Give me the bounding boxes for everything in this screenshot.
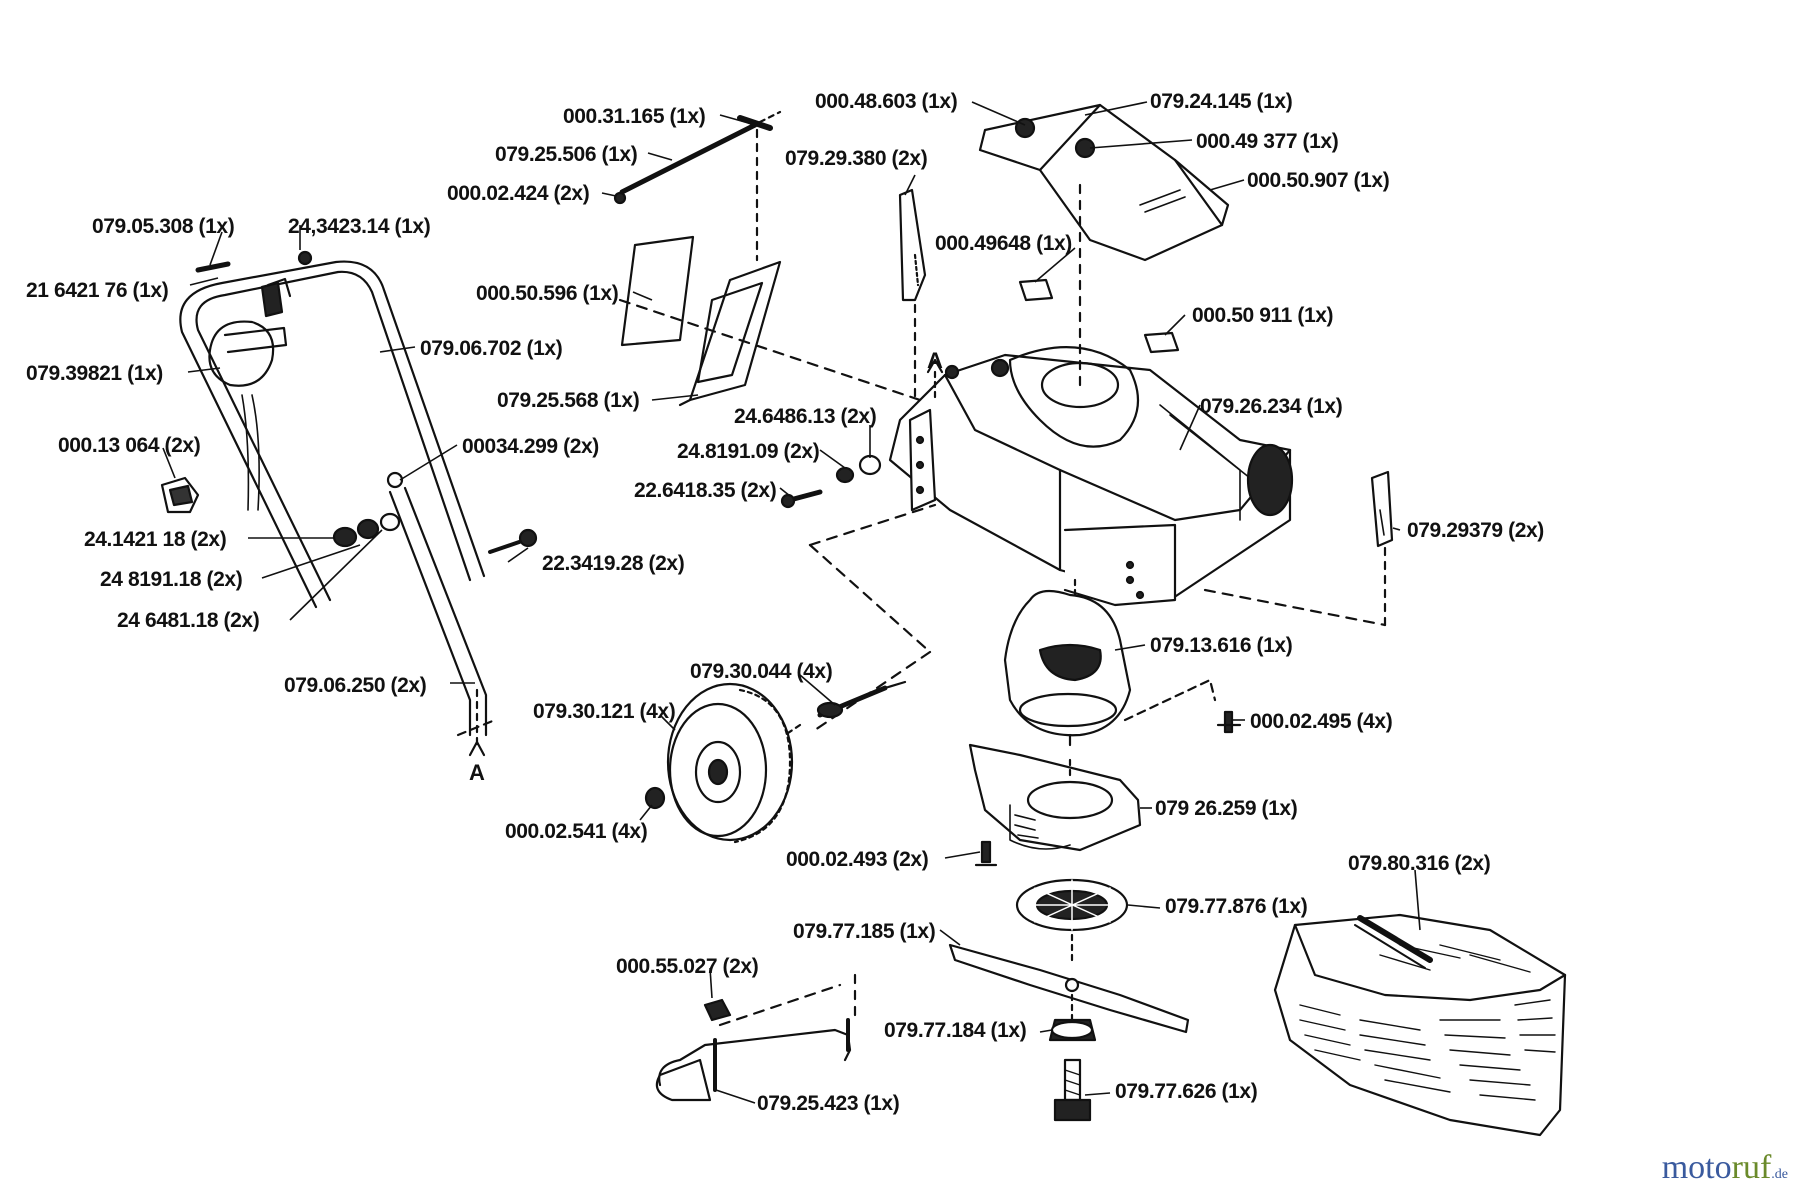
sticker-000-49648 [1018,278,1054,302]
label-079-77-184: 079.77.184 (1x) [884,1019,1026,1042]
clip-000-55-027 [703,998,732,1022]
motor-079-13-616 [1003,578,1217,747]
screw-079-05-308 [195,261,231,273]
label-000-50-907: 000.50.907 (1x) [1247,169,1389,192]
handle-fasteners [332,471,538,554]
watermark-logo: motoruf.de [1662,1149,1788,1187]
motor-cover [978,103,1230,392]
label-079-77-626: 079.77.626 (1x) [1115,1080,1257,1103]
label-079-30-044: 079.30.044 (4x) [690,660,832,683]
label-079-29-380: 079.29.380 (2x) [785,147,927,170]
label-079-77-876: 079.77.876 (1x) [1165,895,1307,918]
grass-catcher [1273,913,1567,1137]
sticker-000-50-911 [1143,331,1180,354]
switch-box [208,320,288,511]
bracket-079-29-380 [898,188,927,402]
section-marker-a-right [926,358,944,402]
cable-clip [160,476,200,514]
label-000-49648: 000.49648 (1x) [935,232,1072,255]
screw-000-02-495 [1216,710,1242,734]
upper-handle [179,260,486,609]
label-24-8191-18: 24 8191.18 (2x) [100,568,242,591]
label-000-31-165: 000.31.165 (1x) [563,105,705,128]
hubcap-000-02-541 [644,786,666,810]
label-079-05-308: 079.05.308 (1x) [92,215,234,238]
axle-079-30-044 [783,680,907,737]
blade-079-77-185 [948,943,1190,1034]
part-labels: 000.31.165 (1x) 079.25.506 (1x) 000.02.4… [26,90,1544,1115]
label-079-26-259: 079 26.259 (1x) [1155,797,1297,820]
wheel-079-30-121 [666,682,794,844]
washer-079-77-184 [1048,1018,1097,1042]
label-000-13-064: 000.13 064 (2x) [58,434,200,457]
label-21-6421-76: 21 6421 76 (1x) [26,279,168,302]
fan-079-77-876 [1015,878,1129,962]
label-000-49-377: 000.49 377 (1x) [1196,130,1338,153]
label-24-6486-13: 24.6486.13 (2x) [734,405,876,428]
motor-flange [968,743,1142,852]
lower-handle [388,486,497,737]
label-00034-299: 00034.299 (2x) [462,435,599,458]
label-000-02-424: 000.02.424 (2x) [447,182,589,205]
label-079-80-316: 079.80.316 (2x) [1348,852,1490,875]
leader-lines [162,101,1421,1104]
section-a-label-left: A [469,760,485,785]
deflector-flap [618,235,922,407]
mower-housing [808,346,1387,732]
label-079-25-506: 079.25.506 (1x) [495,143,637,166]
logo-suffix: .de [1771,1167,1788,1182]
bolt-079-25-506 [613,110,782,262]
label-000-02-495: 000.02.495 (4x) [1250,710,1392,733]
label-079-24-145: 079.24.145 (1x) [1150,90,1292,113]
label-079-25-568: 079.25.568 (1x) [497,389,639,412]
label-079-06-250: 079.06.250 (2x) [284,674,426,697]
label-24-3423-14: 24,3423.14 (1x) [288,215,430,238]
label-22-6418-35: 22.6418.35 (2x) [634,479,776,502]
label-079-39821: 079.39821 (1x) [26,362,163,385]
screw-000-02-493 [974,840,998,867]
label-079-29379: 079.29379 (2x) [1407,519,1544,542]
section-a-label-right: A [927,348,943,373]
handle-clamp [260,277,292,318]
bolt-079-77-626 [1053,1058,1092,1122]
logo-main: moto [1661,1149,1732,1186]
label-079-77-185: 079.77.185 (1x) [793,920,935,943]
section-marker-a-left [468,688,486,757]
label-000-50-596: 000.50.596 (1x) [476,282,618,305]
label-000-50-911: 000.50 911 (1x) [1192,304,1333,327]
label-079-26-234: 079.26.234 (1x) [1200,395,1342,418]
label-079-06-702: 079.06.702 (1x) [420,337,562,360]
knob-24-3423 [297,250,313,266]
label-079-25-423: 079.25.423 (1x) [757,1092,899,1115]
logo-accent: ruf [1731,1149,1772,1186]
label-000-02-493: 000.02.493 (2x) [786,848,928,871]
housing-fasteners [780,454,882,509]
bag-frame-079-25-423 [655,973,857,1102]
label-22-3419-28: 22.3419.28 (2x) [542,552,684,575]
label-24-1421-18: 24.1421 18 (2x) [84,528,226,551]
label-24-6481-18: 24 6481.18 (2x) [117,609,259,632]
label-000-55-027: 000.55.027 (2x) [616,955,758,978]
label-24-8191-09: 24.8191.09 (2x) [677,440,819,463]
label-000-02-541: 000.02.541 (4x) [505,820,647,843]
label-079-30-121: 079.30.121 (4x) [533,700,675,723]
bracket-079-29379 [1370,470,1394,627]
label-000-48-603: 000.48.603 (1x) [815,90,957,113]
label-079-13-616: 079.13.616 (1x) [1150,634,1292,657]
